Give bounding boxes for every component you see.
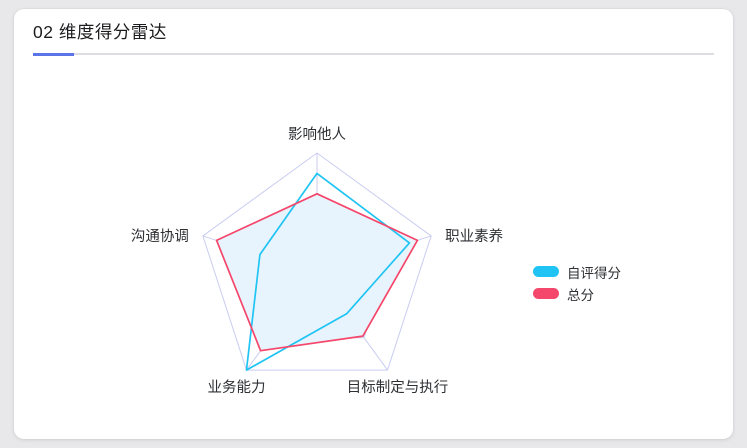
grid-ring bbox=[202, 152, 432, 371]
legend-swatch-icon bbox=[533, 288, 559, 299]
legend-item-total-score[interactable]: 总分 bbox=[533, 284, 663, 303]
legend-item-self-score[interactable]: 自评得分 bbox=[533, 262, 663, 281]
radar-chart-card: 02 维度得分雷达 影响他人职业素养目标制定与执行 业务能力 沟通协调 自评得分 总… bbox=[14, 9, 733, 439]
axis-label-4: 沟通协调 bbox=[131, 228, 189, 245]
page-title: 02 维度得分雷达 bbox=[33, 22, 167, 42]
axis-label-3: 业务能力 bbox=[208, 379, 266, 396]
series-area-1 bbox=[216, 193, 418, 351]
legend-swatch-icon bbox=[533, 266, 559, 277]
chart-legend: 自评得分 总分 bbox=[533, 262, 663, 306]
axis-label-2: 目标制定与执行 bbox=[347, 379, 449, 396]
radar-chart-area: 影响他人职业素养目标制定与执行 业务能力 沟通协调 bbox=[14, 65, 733, 439]
card-header: 02 维度得分雷达 bbox=[14, 9, 733, 65]
title-divider bbox=[33, 53, 714, 55]
title-divider-accent bbox=[33, 53, 74, 56]
radar-series-lines bbox=[215, 172, 419, 371]
radar-series-fills bbox=[216, 193, 418, 351]
axis-label-0: 影响他人 bbox=[288, 126, 346, 143]
series-line-0 bbox=[245, 172, 411, 371]
legend-label: 自评得分 bbox=[567, 265, 621, 281]
legend-label: 总分 bbox=[567, 287, 594, 303]
series-line-1 bbox=[215, 192, 419, 352]
axis-label-1: 职业素养 bbox=[445, 228, 503, 245]
